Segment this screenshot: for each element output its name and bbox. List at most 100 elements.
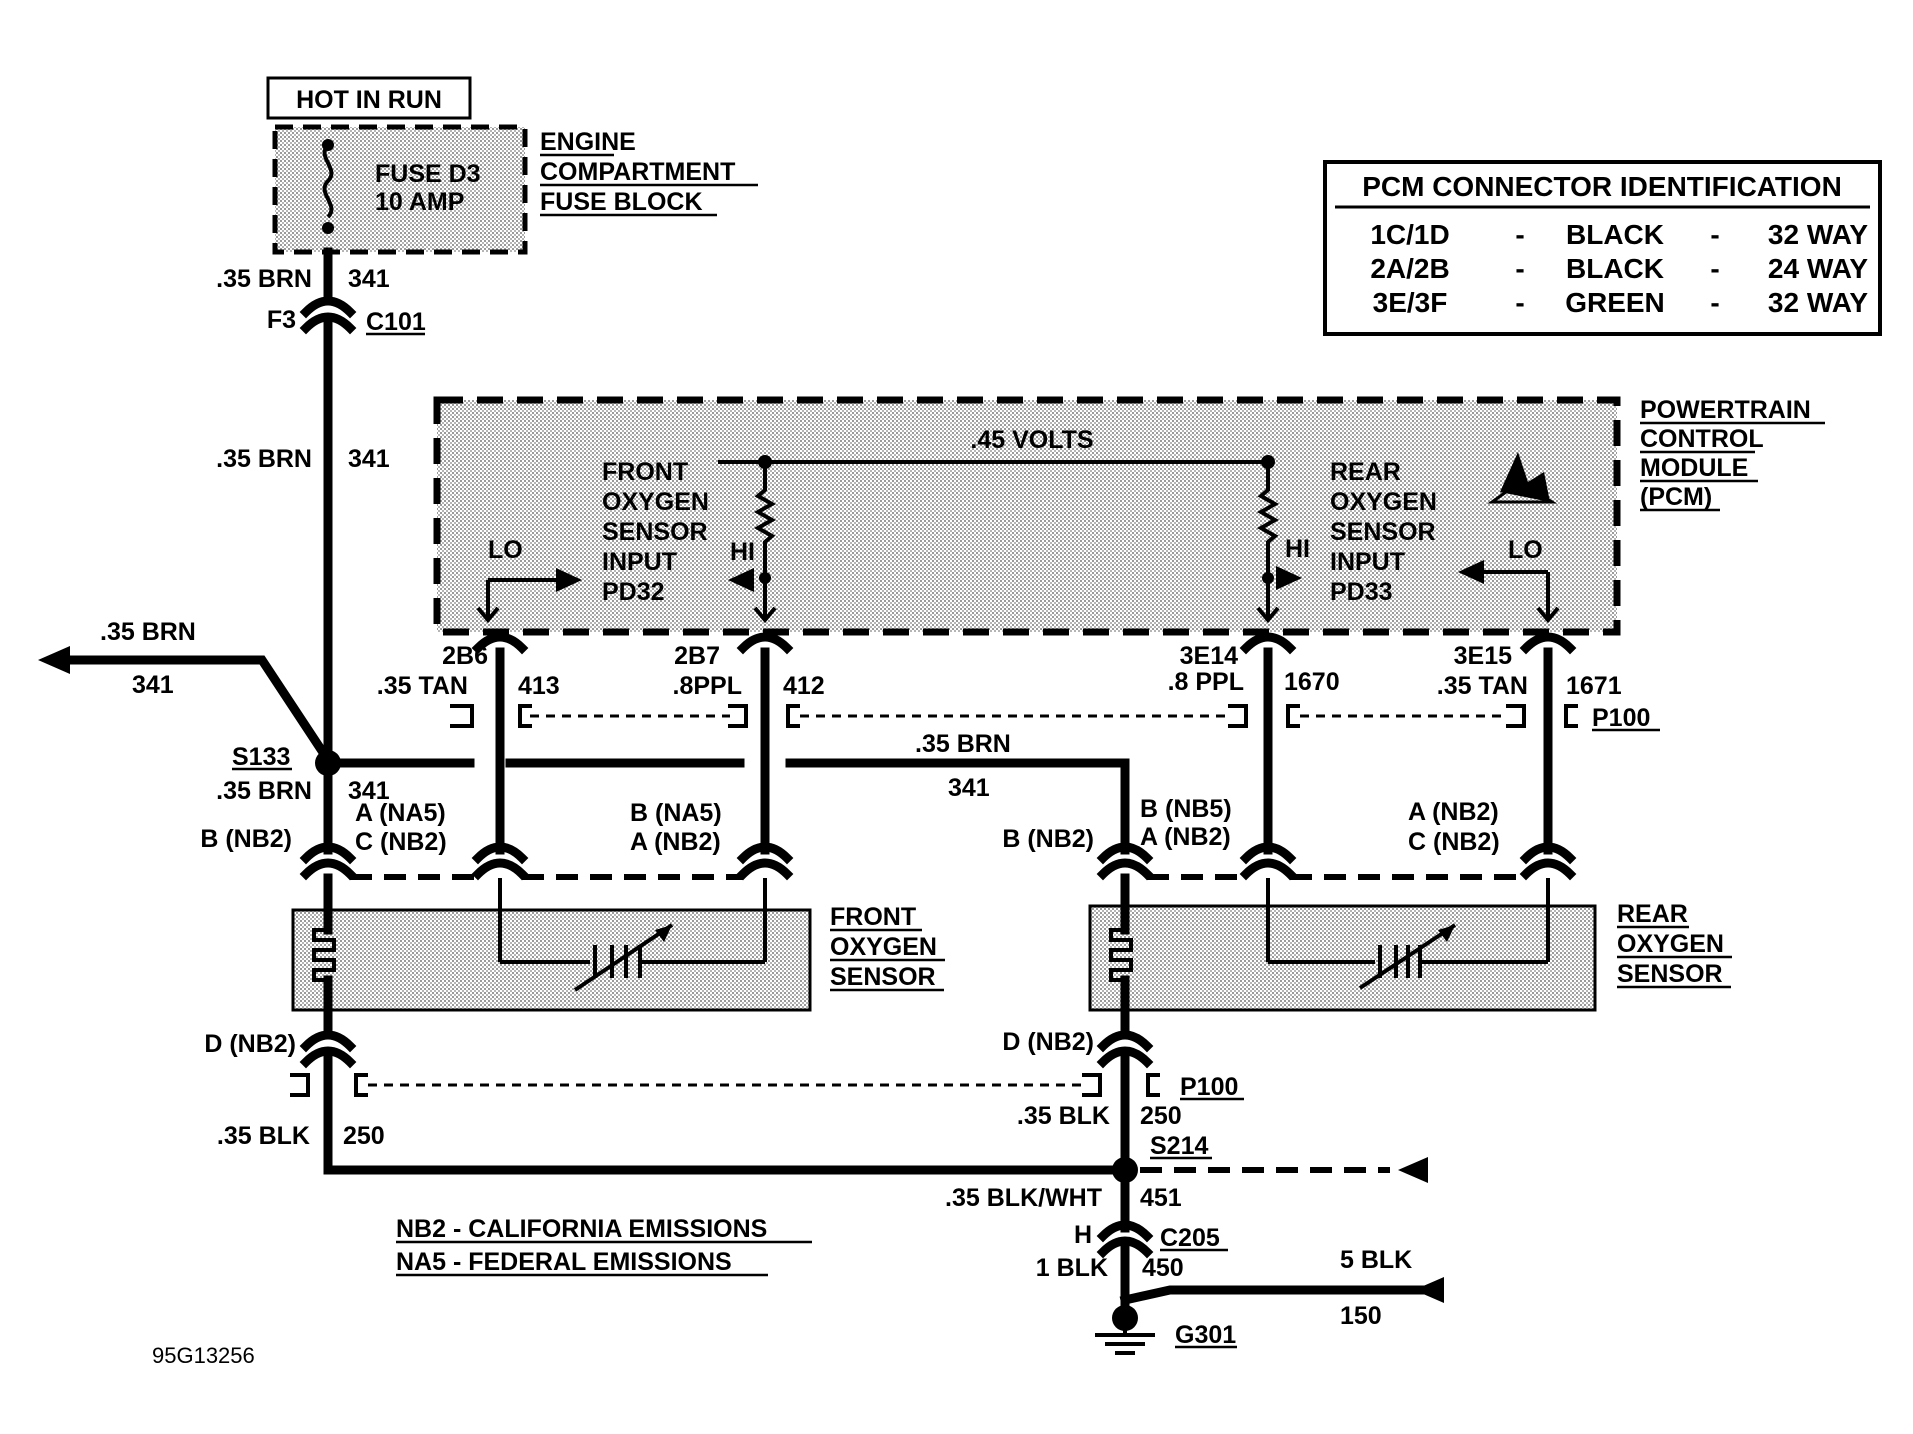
- svg-text:REAR: REAR: [1330, 458, 1401, 486]
- rear-b-nb2: B (NB2): [1002, 825, 1094, 853]
- wire-1671-num: 1671: [1566, 672, 1622, 700]
- fuse-symbol: [322, 143, 334, 219]
- fuse-terminal-top: [322, 139, 334, 151]
- s214-continuation-arrow: [1398, 1157, 1428, 1183]
- pcm-box: [433, 396, 1621, 636]
- front-hi-label: HI: [730, 538, 755, 566]
- blkwht-gauge: .35 BLK/WHT: [945, 1184, 1102, 1212]
- wire-150: [1119, 1285, 1427, 1306]
- pcm-rear-input-label: REAR OXYGEN SENSOR INPUT PD33: [1330, 458, 1437, 606]
- fuse-block-line3: FUSE BLOCK: [540, 188, 703, 216]
- fuse-block-line2: COMPARTMENT: [540, 158, 735, 186]
- rear-sensor-element-icon: [1358, 923, 1457, 990]
- svg-text:32 WAY: 32 WAY: [1768, 287, 1868, 318]
- s214-label: S214: [1150, 1132, 1208, 1160]
- branch-arrow: [38, 646, 70, 674]
- wire-413-gauge: .35 TAN: [377, 672, 468, 700]
- svg-text:BLACK: BLACK: [1566, 253, 1664, 284]
- front-oxygen-sensor-label: FRONT OXYGEN SENSOR: [830, 903, 945, 992]
- svg-text:POWERTRAIN: POWERTRAIN: [1640, 396, 1811, 424]
- wire-150-arrow: [1414, 1277, 1444, 1303]
- front-lo-arrow: [556, 568, 582, 592]
- wire-341-num-top: 341: [348, 265, 390, 293]
- p100-shield-bottom: [290, 1073, 1160, 1097]
- svg-text:FRONT: FRONT: [602, 458, 688, 486]
- svg-text:INPUT: INPUT: [1330, 548, 1405, 576]
- figure-id: 95G13256: [152, 1343, 255, 1368]
- front-b-nb2: B (NB2): [200, 825, 292, 853]
- mid-wire-gauge: .35 BRN: [915, 730, 1011, 758]
- wire-1671-gauge: .35 TAN: [1437, 672, 1528, 700]
- p100-shield-top: [450, 704, 1578, 728]
- c101-connector-symbol: [299, 296, 357, 319]
- front-blk-num: 250: [343, 1122, 385, 1150]
- mid-wire-num: 341: [948, 774, 990, 802]
- esd-hand-icon: [1500, 452, 1550, 502]
- svg-text:REAR: REAR: [1617, 900, 1688, 928]
- pcm-connector-table: [1323, 160, 1882, 336]
- g301-label: G301: [1175, 1321, 1236, 1349]
- p100-bottom-label: P100: [1180, 1073, 1238, 1101]
- pcm-volts: .45 VOLTS: [970, 426, 1093, 454]
- connector-row-1: 1C/1D - BLACK - 32 WAY: [1370, 219, 1868, 250]
- wire-412-gauge: .8PPL: [673, 672, 742, 700]
- front-sensor-element-icon: [573, 923, 674, 992]
- svg-text:-: -: [1710, 219, 1719, 250]
- blkwht-num: 451: [1140, 1184, 1182, 1212]
- fuse-name: FUSE D3: [375, 160, 481, 188]
- rear-b-nb5: B (NB5): [1140, 795, 1232, 823]
- wire-1670-gauge: .8 PPL: [1168, 668, 1244, 696]
- ground-icon: [1095, 1318, 1155, 1355]
- svg-text:-: -: [1515, 253, 1524, 284]
- rear-sensor-connectors: [1096, 842, 1577, 881]
- branch-num: 341: [132, 671, 174, 699]
- fuse-rating: 10 AMP: [375, 188, 464, 216]
- s133-label: S133: [232, 743, 290, 771]
- wire-341-gauge-low: .35 BRN: [216, 777, 312, 805]
- front-d-nb2: D (NB2): [204, 1030, 296, 1058]
- front-bias-resistor: [753, 462, 777, 578]
- fuse-block-line1: ENGINE: [540, 128, 636, 156]
- svg-text:SENSOR: SENSOR: [830, 963, 936, 991]
- svg-text:GREEN: GREEN: [1565, 287, 1665, 318]
- hot-in-run-label: HOT IN RUN: [296, 86, 442, 114]
- svg-text:SENSOR: SENSOR: [1330, 518, 1436, 546]
- svg-text:OXYGEN: OXYGEN: [830, 933, 937, 961]
- svg-text:PD32: PD32: [602, 578, 665, 606]
- wire-1670-num: 1670: [1284, 668, 1340, 696]
- wire-150-num: 150: [1340, 1302, 1382, 1330]
- wire-450-gauge: 1 BLK: [1036, 1254, 1108, 1282]
- c205-label: C205: [1160, 1224, 1220, 1252]
- pin-2b6: 2B6: [442, 642, 488, 670]
- hot-in-run-box: [266, 76, 472, 120]
- svg-text:OXYGEN: OXYGEN: [602, 488, 709, 516]
- pin-3e14: 3E14: [1180, 642, 1238, 670]
- note-na5: NA5 - FEDERAL EMISSIONS: [396, 1248, 732, 1276]
- front-a-nb2: A (NB2): [630, 828, 721, 856]
- rear-d-nb2: D (NB2): [1002, 1028, 1094, 1056]
- wire-150-gauge: 5 BLK: [1340, 1246, 1412, 1274]
- svg-text:CONTROL: CONTROL: [1640, 425, 1764, 453]
- rear-lo-label: LO: [1508, 536, 1543, 564]
- svg-text:PD33: PD33: [1330, 578, 1393, 606]
- front-a-na5: A (NA5): [355, 799, 446, 827]
- rear-heater-element: [1109, 928, 1133, 982]
- svg-text:SENSOR: SENSOR: [602, 518, 708, 546]
- svg-text:24 WAY: 24 WAY: [1768, 253, 1868, 284]
- front-blk-gauge: .35 BLK: [217, 1122, 310, 1150]
- svg-text:OXYGEN: OXYGEN: [1330, 488, 1437, 516]
- wire-341-num-mid: 341: [348, 445, 390, 473]
- svg-text:SENSOR: SENSOR: [1617, 960, 1723, 988]
- rear-oxygen-sensor-box: [1088, 904, 1597, 1012]
- svg-text:-: -: [1710, 253, 1719, 284]
- c101-label: C101: [366, 308, 426, 336]
- front-d-connector: [299, 1030, 357, 1053]
- front-heater-element: [312, 928, 336, 982]
- rear-a2-nb2: A (NB2): [1408, 798, 1499, 826]
- wire-341-gauge-mid: .35 BRN: [216, 445, 312, 473]
- svg-text:-: -: [1515, 287, 1524, 318]
- rear-a-nb2: A (NB2): [1140, 823, 1231, 851]
- svg-text:(PCM): (PCM): [1640, 483, 1712, 511]
